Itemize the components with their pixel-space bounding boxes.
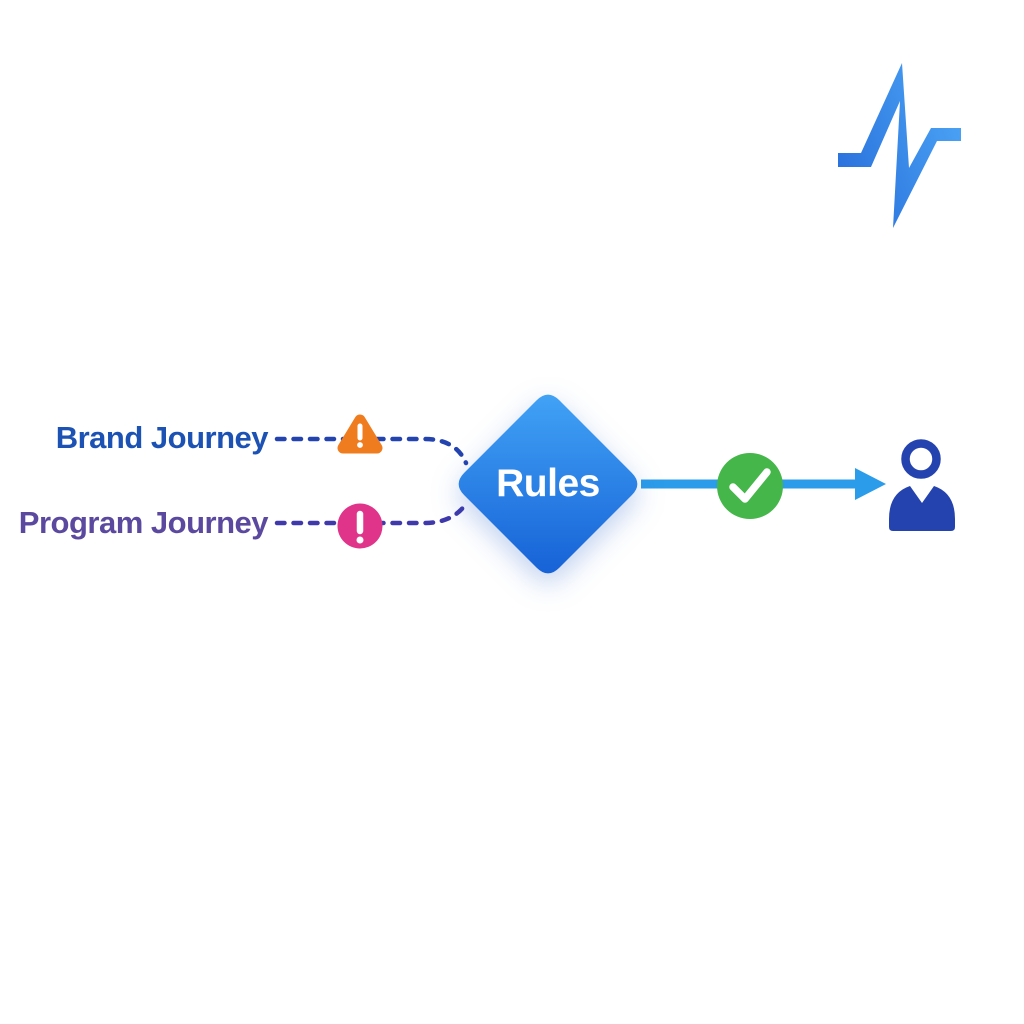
pulse-logo-icon	[838, 63, 961, 228]
user-icon	[889, 439, 955, 531]
program-journey-connector	[274, 502, 468, 526]
alert-circle-icon	[337, 503, 383, 549]
rules-node-label: Rules	[496, 462, 600, 505]
program-journey-label: Program Journey	[18, 505, 269, 540]
brand-journey-label: Brand Journey	[55, 420, 269, 455]
check-circle-icon	[717, 453, 783, 519]
warning-triangle-icon	[337, 414, 383, 454]
rules-diamond-node	[458, 394, 638, 574]
brand-journey-connector	[274, 436, 469, 466]
